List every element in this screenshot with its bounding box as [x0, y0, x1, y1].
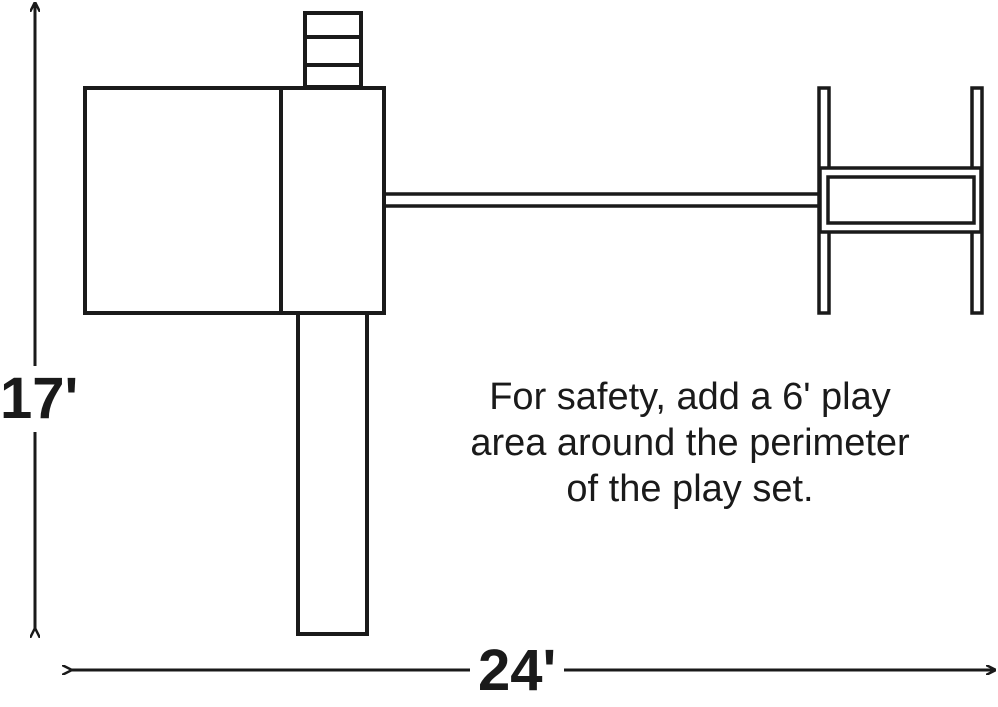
- safety-note-line: area around the perimeter: [470, 422, 910, 464]
- safety-note: For safety, add a 6' play area around th…: [420, 374, 960, 512]
- slide: [296, 311, 369, 636]
- swing-frame: [817, 86, 984, 315]
- ladder: [303, 11, 363, 89]
- play-deck: [83, 86, 386, 315]
- swing-beam: [384, 192, 820, 208]
- width-label: 24': [470, 642, 565, 700]
- safety-note-line: For safety, add a 6' play: [489, 376, 891, 418]
- safety-note-line: of the play set.: [566, 468, 814, 510]
- height-label: 17': [0, 366, 79, 432]
